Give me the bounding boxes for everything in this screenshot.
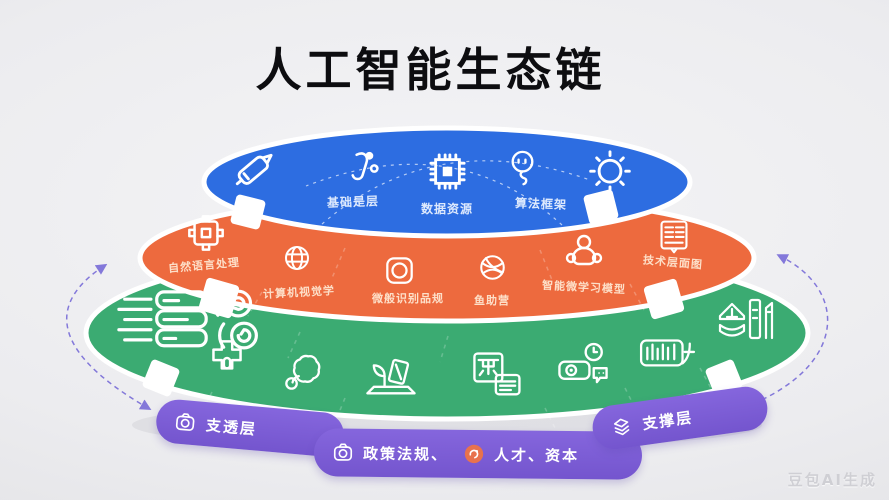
pill-policy-talent: 政策法规、 人才、资本 <box>313 428 643 480</box>
camera-icon <box>173 410 197 434</box>
city-icon <box>712 292 776 348</box>
pill-support-left: 支透层 <box>154 397 346 459</box>
camera-device-icon <box>553 340 613 392</box>
label-recognition: 微般识别品规 <box>372 292 444 305</box>
laptop-plant-icon <box>361 348 421 400</box>
pill-center-label-talent: 人才、资本 <box>493 445 580 465</box>
label-data-resources: 数据资源 <box>420 202 473 216</box>
camera-icon <box>332 441 354 463</box>
globe-icon <box>275 236 319 280</box>
seam-notches <box>142 189 743 397</box>
chip-icon <box>419 143 476 200</box>
label-algorithm-framework: 算法框架 <box>514 196 568 212</box>
label-infrastructure: 基础是层 <box>326 194 380 210</box>
cross-icon <box>202 333 252 383</box>
pill-left-label: 支透层 <box>205 415 258 439</box>
figure-icon <box>560 228 608 276</box>
green-texture-lines <box>199 331 713 429</box>
pen-icon <box>228 140 284 196</box>
sphere-icon <box>470 245 515 290</box>
balloon-face-icon <box>499 146 546 193</box>
lens-icon <box>377 248 422 293</box>
pill-right-label: 支撑层 <box>641 407 695 433</box>
orange-dot-icon <box>463 443 485 465</box>
watermark: 豆包AI生成 <box>787 471 877 489</box>
page-title: 人工智能生态链 <box>255 43 606 97</box>
hook-icon <box>340 145 387 192</box>
puzzle-icon <box>181 208 231 258</box>
pill-support-right: 支撑层 <box>589 383 771 453</box>
left-cycle-arrow <box>65 263 152 410</box>
label-sport: 鱼助营 <box>474 294 510 307</box>
sun-icon <box>581 141 639 199</box>
orange-texture-lines <box>247 247 645 317</box>
medical-icon <box>468 349 528 401</box>
blue-decorative-arcs <box>305 160 591 226</box>
pill-center-label-policy: 政策法规、 <box>362 444 449 464</box>
document-icon <box>651 213 697 259</box>
equalizer-icon <box>638 333 696 375</box>
swirl-icon <box>278 347 328 397</box>
right-cycle-arrow <box>733 254 829 413</box>
sheets-icon <box>609 414 634 439</box>
